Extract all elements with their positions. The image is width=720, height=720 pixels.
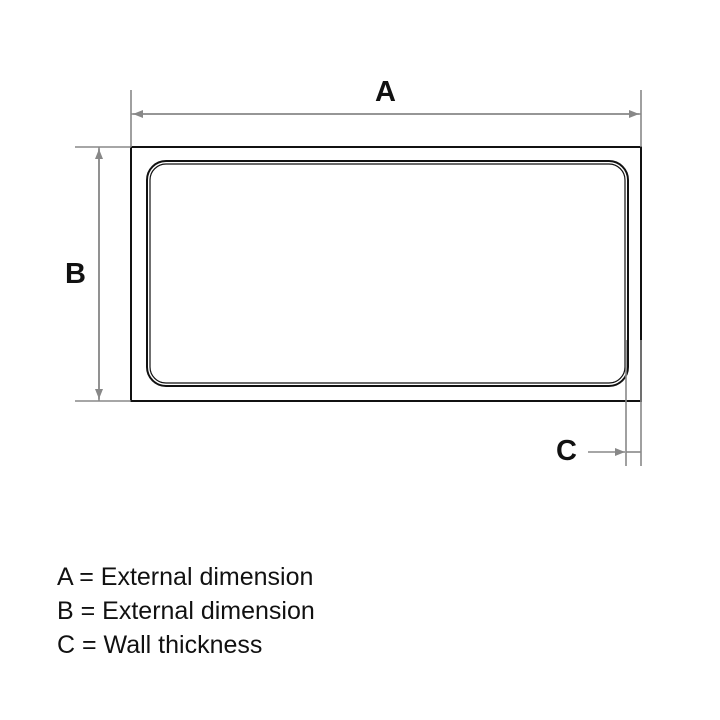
label-a: A	[375, 76, 396, 108]
inner-outline	[146, 160, 629, 387]
dimension-b	[75, 146, 131, 402]
legend: A = External dimension B = External dime…	[57, 560, 315, 662]
legend-b: B = External dimension	[57, 597, 315, 625]
label-b: B	[65, 258, 86, 290]
label-c: C	[556, 435, 577, 467]
dimension-a	[130, 90, 642, 147]
dimension-c	[588, 340, 642, 466]
outer-outline	[130, 146, 642, 402]
legend-c: C = Wall thickness	[57, 631, 263, 659]
legend-a: A = External dimension	[57, 563, 314, 591]
